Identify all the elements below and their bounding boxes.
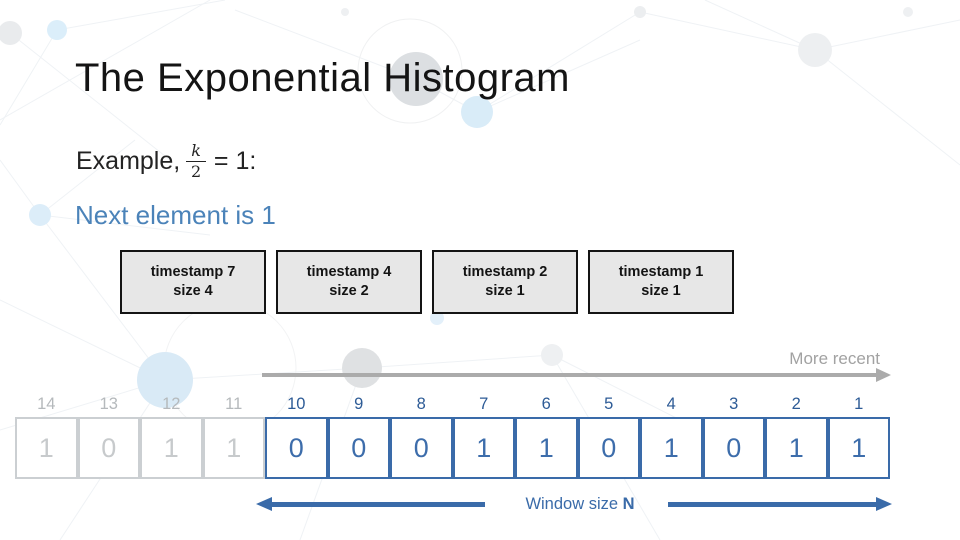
fraction-denominator: 2 bbox=[190, 161, 202, 181]
timestamp-label: 11 bbox=[225, 395, 243, 413]
bit-cell: 1 bbox=[765, 417, 828, 479]
bit-cell: 0 bbox=[390, 417, 453, 479]
bucket-timestamp: timestamp 1 bbox=[618, 264, 704, 280]
window-size-n: N bbox=[622, 495, 635, 513]
bit-cell: 1 bbox=[640, 417, 703, 479]
bucket-box: timestamp 1 size 1 bbox=[588, 250, 734, 314]
window-arrow-right-line bbox=[668, 502, 878, 507]
bucket-box: timestamp 4 size 2 bbox=[276, 250, 422, 314]
bit-cell: 1 bbox=[140, 417, 203, 479]
bit-cell: 0 bbox=[577, 417, 640, 479]
bit-cell: 0 bbox=[327, 417, 390, 479]
timestamp-label: 10 bbox=[287, 395, 306, 413]
bucket-timestamp: timestamp 4 bbox=[306, 264, 392, 280]
window-size-label: Window size N bbox=[498, 495, 662, 514]
timestamp-label: 6 bbox=[541, 395, 551, 413]
more-recent-label: More recent bbox=[789, 349, 880, 368]
timestamp-label: 7 bbox=[479, 395, 489, 413]
next-element-text: Next element is 1 bbox=[75, 200, 276, 230]
bit-cell: 0 bbox=[702, 417, 765, 479]
timestamp-label: 9 bbox=[354, 395, 364, 413]
timestamp-label: 8 bbox=[416, 395, 426, 413]
timestamp-label: 14 bbox=[37, 395, 56, 413]
more-recent-arrow-line bbox=[262, 373, 878, 377]
example-suffix: = 1: bbox=[213, 146, 257, 175]
example-line: Example, k 2 = 1: bbox=[76, 142, 256, 180]
bit-cell: 1 bbox=[827, 417, 890, 479]
bucket-box: timestamp 2 size 1 bbox=[432, 250, 578, 314]
window-arrow-right-head-icon bbox=[876, 497, 892, 511]
bucket-size: size 4 bbox=[173, 283, 213, 299]
more-recent-arrow-head-icon bbox=[876, 368, 891, 382]
timestamp-label: 2 bbox=[791, 395, 801, 413]
window-arrow-left-line bbox=[271, 502, 485, 507]
example-prefix: Example, bbox=[76, 146, 181, 175]
timestamp-label: 4 bbox=[666, 395, 676, 413]
bit-cell: 1 bbox=[202, 417, 265, 479]
timestamp-label: 12 bbox=[162, 395, 181, 413]
bucket-size: size 1 bbox=[485, 283, 525, 299]
bucket-timestamp: timestamp 2 bbox=[462, 264, 548, 280]
bucket-size: size 2 bbox=[329, 283, 369, 299]
bit-cell: 1 bbox=[15, 417, 78, 479]
bucket-box: timestamp 7 size 4 bbox=[120, 250, 266, 314]
timestamp-labels: 14 13 12 11 10 9 8 7 6 5 4 3 2 1 bbox=[15, 394, 890, 414]
timestamp-label: 1 bbox=[854, 395, 864, 413]
slide-title: The Exponential Histogram bbox=[75, 56, 570, 100]
timestamp-label: 5 bbox=[604, 395, 614, 413]
bit-cell: 0 bbox=[77, 417, 140, 479]
bit-cell: 0 bbox=[265, 417, 328, 479]
timestamp-label: 3 bbox=[729, 395, 739, 413]
window-size-prefix: Window size bbox=[525, 495, 623, 513]
timestamp-label: 13 bbox=[99, 395, 118, 413]
bucket-size: size 1 bbox=[641, 283, 681, 299]
fraction-numerator: k bbox=[186, 142, 206, 162]
fraction: k 2 bbox=[186, 142, 206, 180]
bit-cell: 1 bbox=[515, 417, 578, 479]
bit-cell: 1 bbox=[452, 417, 515, 479]
window-arrow-left-head-icon bbox=[256, 497, 272, 511]
bucket-timestamp: timestamp 7 bbox=[150, 264, 236, 280]
